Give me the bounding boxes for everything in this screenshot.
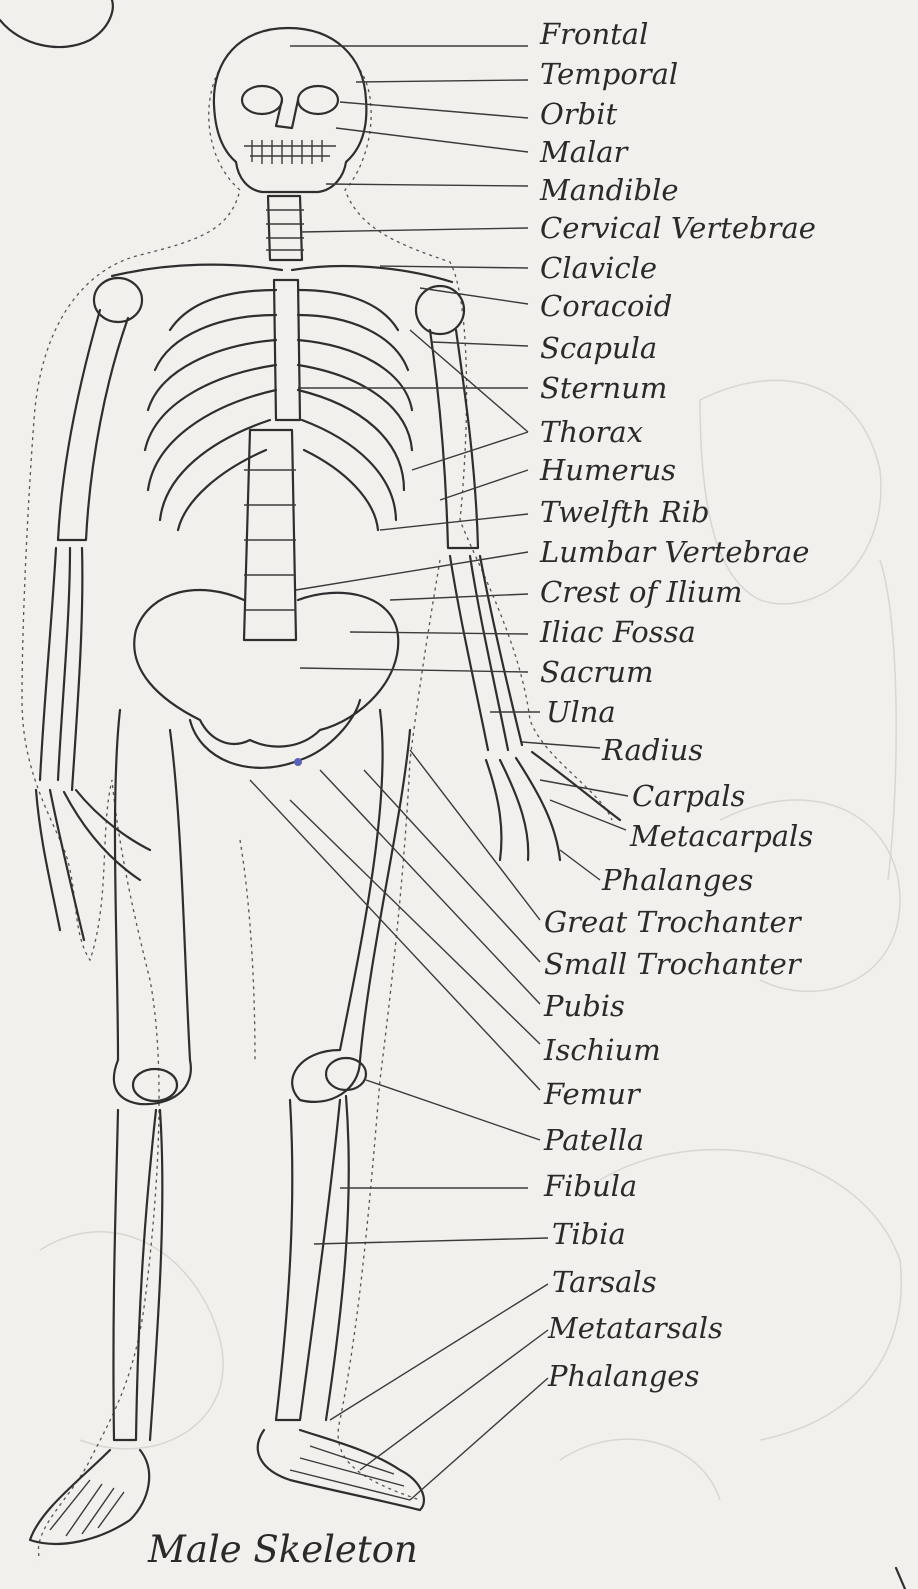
label-metacarpals: Metacarpals	[630, 822, 813, 851]
label-thorax: Thorax	[540, 418, 643, 447]
label-phalanges-foot: Phalanges	[548, 1362, 699, 1391]
body-outline	[22, 65, 612, 1560]
label-iliac-fossa: Iliac Fossa	[540, 618, 696, 647]
label-crest-of-ilium: Crest of Ilium	[540, 578, 743, 607]
label-radius: Radius	[602, 736, 703, 765]
label-small-trochanter: Small Trochanter	[544, 950, 801, 979]
label-cervical-vertebrae: Cervical Vertebrae	[540, 214, 816, 243]
label-carpals: Carpals	[632, 782, 745, 811]
label-mandible: Mandible	[540, 176, 679, 205]
label-ischium: Ischium	[544, 1036, 661, 1065]
label-ulna: Ulna	[546, 698, 616, 727]
label-sacrum: Sacrum	[540, 658, 653, 687]
label-pubis: Pubis	[544, 992, 625, 1021]
label-metatarsals: Metatarsals	[548, 1314, 723, 1343]
diagram-caption: Male Skeleton	[148, 1528, 418, 1571]
corner-fragment	[0, 0, 113, 47]
label-clavicle: Clavicle	[540, 254, 657, 283]
label-scapula: Scapula	[540, 334, 657, 363]
skeleton	[30, 28, 620, 1544]
label-frontal: Frontal	[540, 20, 648, 49]
label-temporal: Temporal	[540, 60, 678, 89]
label-femur: Femur	[544, 1080, 640, 1109]
label-coracoid: Coracoid	[540, 292, 672, 321]
label-phalanges-hand: Phalanges	[602, 866, 753, 895]
label-malar: Malar	[540, 138, 627, 167]
label-orbit: Orbit	[540, 100, 617, 129]
label-tibia: Tibia	[552, 1220, 626, 1249]
label-tarsals: Tarsals	[552, 1268, 657, 1297]
label-twelfth-rib: Twelfth Rib	[540, 498, 710, 527]
label-great-trochanter: Great Trochanter	[544, 908, 801, 937]
label-patella: Patella	[544, 1126, 644, 1155]
label-humerus: Humerus	[540, 456, 676, 485]
label-lumbar-vertebrae: Lumbar Vertebrae	[540, 538, 809, 567]
label-fibula: Fibula	[544, 1172, 637, 1201]
label-sternum: Sternum	[540, 374, 667, 403]
